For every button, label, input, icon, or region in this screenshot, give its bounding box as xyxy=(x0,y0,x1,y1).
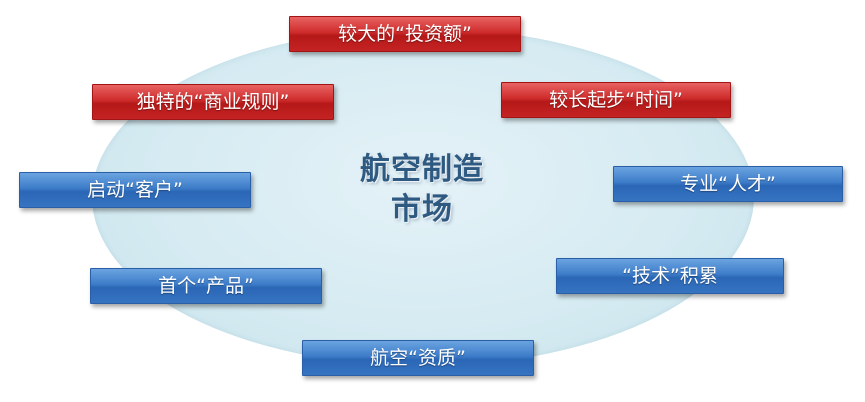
barrier-talent-box: 专业“人才” xyxy=(613,166,843,202)
center-title-line1: 航空制造 xyxy=(360,152,484,187)
barrier-technology-box: “技术”积累 xyxy=(556,258,784,294)
barrier-investment-box: 较大的“投资额” xyxy=(289,16,521,52)
center-title: 航空制造 市场 xyxy=(332,150,512,230)
center-title-line2: 市场 xyxy=(391,192,453,227)
barrier-qualification-box: 航空“资质” xyxy=(302,340,534,376)
barrier-launch-customer-box: 启动“客户” xyxy=(19,172,251,208)
barrier-time-box: 较长起步“时间” xyxy=(501,82,731,118)
barrier-business-rules-box: 独特的“商业规则” xyxy=(92,84,334,120)
barrier-first-product-box: 首个“产品” xyxy=(90,268,322,304)
